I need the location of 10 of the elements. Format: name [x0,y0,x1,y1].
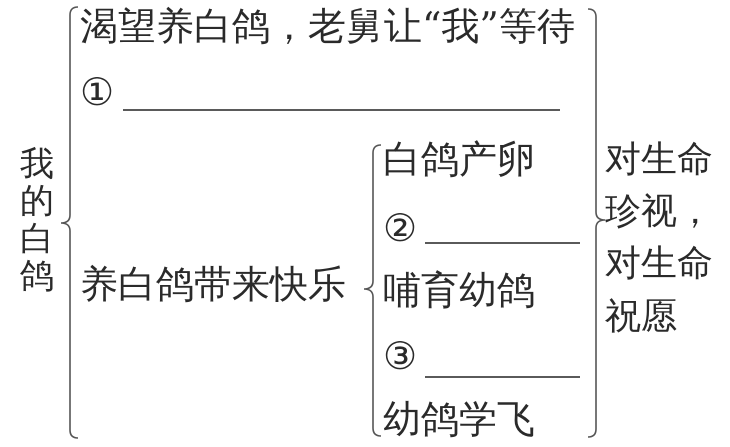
branch-text: 幼鸽学飞 [383,397,535,443]
question-number: ① [80,70,114,116]
branch-text: 养白鸽带来快乐 [80,262,346,308]
vertical-title: 我的白鸽 [20,146,54,296]
branch-text: 哺育幼鸽 [383,268,535,314]
summary-text: 对生命珍视，对生命祝愿 [605,138,714,339]
branch-text: 白鸽产卵 [383,137,535,183]
branch-text: 渴望养白鸽，老舅让“我”等待 [80,4,575,50]
question-number: ③ [383,334,417,380]
question-number: ② [383,206,417,252]
